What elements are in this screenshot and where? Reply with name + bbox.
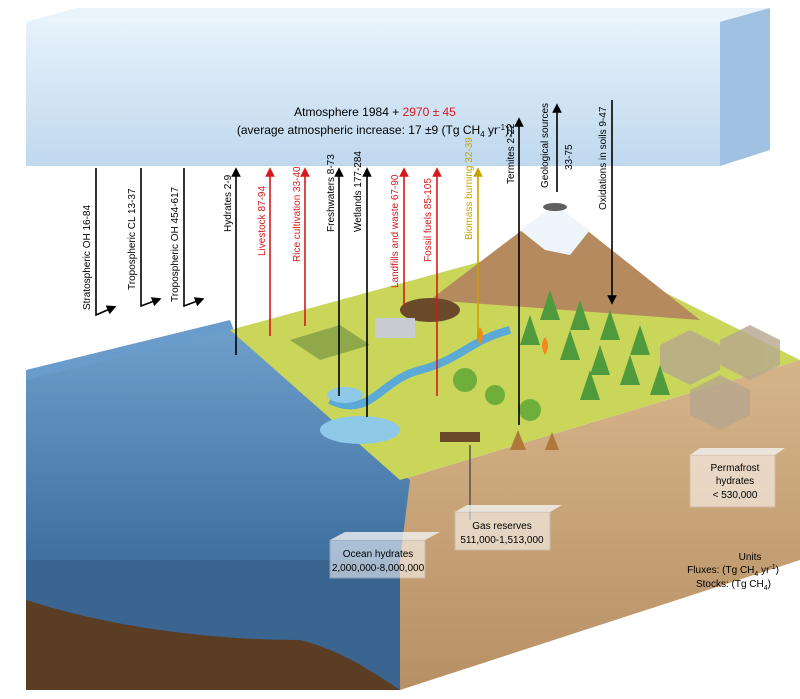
sink-label-soils: Oxidations in soils 9-47 (598, 106, 609, 210)
ocean-hydrates-label: Ocean hydrates (343, 549, 414, 560)
source-value-geological: 33-75 (564, 144, 575, 170)
atmosphere-increase-mid: yr (485, 123, 498, 137)
svg-text:(average atmospheric increase:: (average atmospheric increase: 17 ±9 (Tg… (237, 123, 513, 139)
atmosphere-value: 2970 ± 45 (403, 105, 457, 119)
gas-reserves-box: Gas reserves 511,000-1,513,000 (454, 505, 562, 551)
permafrost-value: < 530,000 (713, 490, 758, 501)
atmosphere-increase-sup: -1 (498, 123, 506, 132)
atmosphere-band (26, 8, 770, 166)
atmosphere-increase: (average atmospheric increase: 17 ±9 (Tg… (237, 123, 480, 137)
units-fluxes-end: ) (776, 565, 779, 576)
source-labels: Hydrates 2-9 Livestock 87-94 Rice cultiv… (223, 103, 609, 288)
permafrost-label-2: hydrates (716, 476, 754, 487)
units-fluxes-sup: -1 (769, 564, 775, 571)
source-label-rice: Rice cultivation 33-40 (292, 166, 303, 262)
source-label-freshwaters: Freshwaters 8-73 (326, 154, 337, 232)
units-stocks-sub: 4 (764, 585, 768, 592)
svg-text:Fluxes: (Tg CH4 yr-1): Fluxes: (Tg CH4 yr-1) (687, 564, 779, 578)
source-label-landfills: Landfills and waste 67-90 (390, 174, 401, 288)
source-label-biomass: Biomass burning 32-39 (464, 137, 475, 240)
units-fluxes-sub: 4 (754, 571, 758, 578)
atmosphere-title: Atmosphere 1984 + (294, 105, 402, 119)
source-label-termites: Termites 2-22 (506, 123, 517, 184)
atmosphere-increase-end: )) (505, 123, 513, 137)
land-surface (230, 203, 800, 520)
sink-arrow-stratospheric-oh (95, 168, 117, 317)
units-title: Units (739, 552, 762, 563)
units-stocks-end: ) (768, 579, 771, 590)
gas-reserves-label: Gas reserves (472, 521, 531, 532)
source-label-wetlands: Wetlands 177-284 (353, 151, 364, 232)
ocean-block (26, 320, 410, 690)
units-legend: Units Fluxes: (Tg CH4 yr-1) Stocks: (Tg … (687, 552, 779, 592)
ocean-hydrates-box: Ocean hydrates 2,000,000-8,000,000 (329, 532, 440, 579)
gas-reserves-value: 511,000-1,513,000 (460, 535, 544, 546)
source-label-fossil: Fossil fuels 85-105 (423, 178, 434, 262)
sink-label-tropospheric-cl: Tropospheric CL 13-37 (127, 188, 138, 290)
units-fluxes-yr: yr (758, 565, 770, 576)
source-label-hydrates: Hydrates 2-9 (223, 174, 234, 232)
sink-arrow-tropospheric-oh (183, 168, 205, 308)
source-arrows (231, 100, 617, 425)
svg-text:Atmosphere 1984 + 2970 ± 45: Atmosphere 1984 + 2970 ± 45 (294, 105, 456, 119)
ocean-hydrates-value: 2,000,000-8,000,000 (332, 563, 425, 574)
units-fluxes: Fluxes: (Tg CH (687, 565, 754, 576)
permafrost-hydrates-box: Permafrost hydrates < 530,000 (689, 448, 785, 508)
units-stocks: Stocks: (Tg CH (696, 579, 764, 590)
sink-label-stratospheric-oh: Stratospheric OH 16-84 (82, 205, 93, 310)
svg-text:Stocks: (Tg CH4): Stocks: (Tg CH4) (696, 579, 771, 592)
sink-arrow-tropospheric-cl (140, 168, 162, 308)
atmosphere-label: Atmosphere 1984 + 2970 ± 45 (average atm… (237, 105, 513, 139)
atmosphere-increase-sub: 4 (480, 130, 485, 139)
source-label-livestock: Livestock 87-94 (257, 186, 268, 256)
sink-arrows (95, 168, 205, 317)
permafrost-label: Permafrost (711, 463, 760, 474)
source-label-geological: Geological sources (540, 103, 551, 188)
sink-label-tropospheric-oh: Tropospheric OH 454-617 (170, 186, 181, 302)
sink-labels: Stratospheric OH 16-84 Tropospheric CL 1… (82, 186, 181, 310)
